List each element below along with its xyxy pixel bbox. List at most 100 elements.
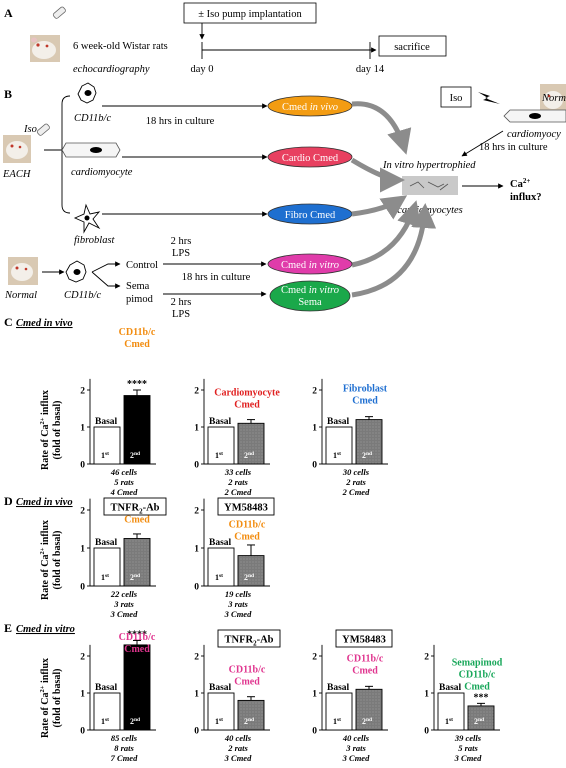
- footnote-line: 4 Cmed: [110, 487, 138, 497]
- cardiomyocyte-label: cardiomyocyte: [71, 167, 133, 178]
- treated-bar: [355, 419, 383, 465]
- footnote-line: 33 cells: [224, 467, 252, 477]
- cd11b-cell-icon: [77, 82, 97, 104]
- chart-title-line: CD11b/c: [229, 520, 266, 531]
- footnote-line: 5 rats: [458, 743, 478, 753]
- footnote-line: 22 cells: [110, 589, 138, 599]
- chart-title-line: Cmed: [234, 532, 260, 543]
- control-label: Control: [126, 260, 158, 271]
- basal-label: Basal: [439, 683, 462, 693]
- basal-bar: [207, 547, 235, 587]
- cmed-in-vitro-text: Cmed in vitro: [281, 260, 339, 271]
- rats-label: 6 week-old Wistar rats: [73, 41, 168, 52]
- footnote-line: 2 Cmed: [224, 487, 252, 497]
- iso-pump-box: [183, 2, 317, 24]
- basal-bar: [325, 692, 353, 731]
- panel-a: A 6 week-old Wistar rats echocardiograph…: [4, 2, 447, 75]
- day14-label: day 14: [356, 64, 385, 75]
- svg-text:(fold of basal): (fold of basal): [52, 531, 63, 590]
- in-vitro-hypertrophied-label: In vitro hypertrophied: [382, 160, 476, 171]
- y-axis-title-c: Rate of Ca2+ influx (fold of basal): [39, 390, 63, 470]
- sema-branch: [91, 271, 121, 289]
- panel-b: B Iso EACH CD11b/c cardiomyocyte: [2, 82, 566, 320]
- rat-photo-normal: [8, 257, 38, 285]
- cardiomyocytes-label: cardiomyocytes: [397, 205, 463, 216]
- second-label: 2nd: [130, 717, 140, 726]
- cmed-in-vivo-oval: [267, 95, 353, 117]
- cardiomyocyte-cell-icon: [61, 142, 121, 158]
- chart-title-line: CD11b/c: [119, 632, 156, 643]
- chart-title-line: Cmed: [124, 339, 150, 350]
- iso-pump-label: ± Iso pump implantation: [198, 9, 302, 20]
- y-tick-label: 2: [80, 387, 85, 397]
- basal-label: Basal: [209, 683, 232, 693]
- y-tick-label: 0: [194, 727, 199, 737]
- footnote-line: 3 rats: [345, 743, 366, 753]
- inhibitor-label: TNFR2-Ab: [110, 503, 159, 516]
- footnote-line: 2 rats: [345, 477, 366, 487]
- day0-label: day 0: [190, 64, 213, 75]
- footnote-line: 39 cells: [454, 733, 482, 743]
- y-tick-label: 1: [194, 545, 199, 555]
- right-to-hypertrophied-arrow: [461, 130, 504, 157]
- inhibitor-box: [103, 497, 167, 516]
- iso-label: Iso: [23, 124, 37, 135]
- footnote-line: 2 rats: [227, 477, 248, 487]
- footnote-line: 19 cells: [225, 589, 252, 599]
- cmed-sema-oval: [269, 280, 351, 312]
- panel-e-label: E: [4, 621, 12, 635]
- second-label: 2nd: [244, 573, 254, 582]
- chart-title-line: Cmed: [124, 644, 150, 655]
- basal-bar: [93, 547, 121, 587]
- basal-bar: [207, 692, 235, 731]
- y-axis-title-e: Rate of Ca2+ influx (fold of basal): [39, 658, 63, 738]
- rat-photo-normal-right: [540, 84, 566, 114]
- chart-title-line: Cmed: [352, 396, 378, 407]
- inhibitor-label: YM58483: [342, 635, 386, 646]
- basal-bar: [437, 692, 465, 731]
- footnote-line: 3 Cmed: [342, 753, 370, 763]
- control-branch: [91, 261, 121, 273]
- echo-label: echocardiography: [73, 64, 150, 75]
- inhibitor-label: YM58483: [224, 503, 268, 514]
- basal-label: Basal: [327, 417, 350, 427]
- cardiomyocyte-right-icon: [503, 109, 566, 123]
- hypertrophied-photo: [402, 176, 458, 195]
- cd11b-label: CD11b/c: [74, 113, 111, 124]
- lps-1: LPS: [172, 248, 190, 259]
- second-label: 2nd: [474, 717, 484, 726]
- inhibitor-box: [217, 629, 281, 648]
- sacrifice-label: sacrifice: [394, 42, 430, 53]
- fibroblast-cell-icon: [73, 203, 101, 234]
- basal-bar: [93, 426, 121, 465]
- basal-bar: [325, 426, 353, 465]
- sacrifice-box: [378, 35, 447, 57]
- treated-bar: [237, 422, 265, 465]
- cardiomyocyte-right-label: cardiomyocy: [507, 129, 561, 140]
- footnote-line: 3 Cmed: [224, 753, 252, 763]
- panel-e-heading: Cmed in vitro: [16, 624, 75, 635]
- inhibitor-label: TNFR2-Ab: [224, 635, 273, 648]
- footnote-line: 40 cells: [224, 733, 252, 743]
- chart-title-line: Semapimod: [452, 657, 503, 668]
- pump-icon-b: [36, 123, 50, 136]
- treated-bar: [123, 395, 151, 465]
- basal-label: Basal: [209, 538, 232, 548]
- lps-hrs-1: 2 hrs: [171, 236, 192, 247]
- footnote-line: 5 rats: [114, 477, 134, 487]
- cmed-in-vitro-oval: [267, 253, 353, 275]
- y-tick-label: 2: [312, 387, 317, 397]
- footnote-line: 40 cells: [342, 733, 370, 743]
- treated-bar: [123, 538, 151, 587]
- second-label: 2nd: [362, 451, 372, 460]
- rat-photo-iso: [3, 135, 31, 163]
- normal-right-label: Norm: [541, 93, 566, 104]
- svg-text:Rate of Ca2+ influx: Rate of Ca2+ influx: [39, 658, 51, 738]
- chart-title-line: Cmed: [352, 665, 378, 676]
- first-label: 1st: [333, 717, 341, 726]
- basal-label: Basal: [327, 683, 350, 693]
